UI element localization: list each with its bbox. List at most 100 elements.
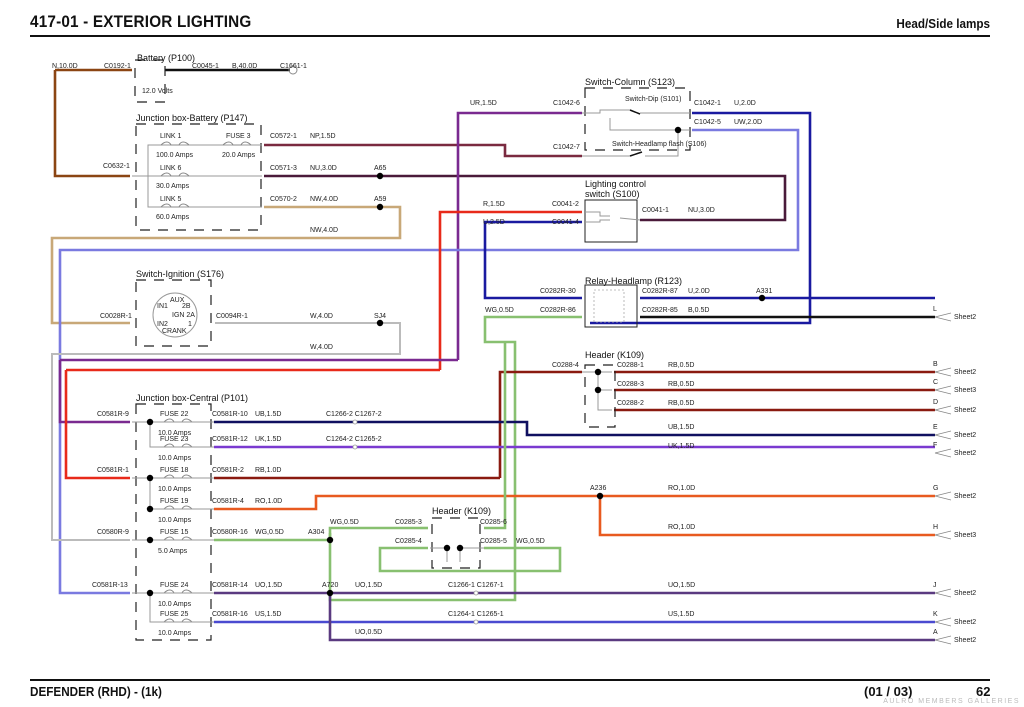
fuse-in-conn-4: C0580R-9 [97,529,129,536]
sheet-ref: Sheet2 [954,637,976,644]
sheet-arrow-icon [934,491,952,501]
wire-NU-3.0 [264,174,787,222]
fuse-in-conn-5: C0581R-13 [92,582,128,589]
inline-c1266-2: C1266-2 C1267-2 [326,411,382,418]
page-subtitle: Head/Side lamps [896,16,990,31]
rb-wire-3: RB,0.5D [668,381,694,388]
c0041-1: C0041-1 [642,207,669,214]
c0282r-86: C0282R-86 [540,307,576,314]
c0570-2: C0570-2 [270,196,297,203]
fuse-symbol [160,172,190,177]
jb-battery-title: Junction box-Battery (P147) [136,113,248,123]
ro-wire-label-2: RO,1.0D [668,524,695,531]
battery-out-conn: C0045-1 [192,63,219,70]
sheet-letter: L [933,306,937,313]
sheet-arrow-icon [934,635,952,645]
c0285-4: C0285-4 [395,538,422,545]
c0282r-87: C0282R-87 [642,288,678,295]
uk-wire-label: UK,1.5D [668,443,694,450]
sheet-arrow-icon [934,430,952,440]
pin-2b: 2B [182,303,191,310]
c0282r-30: C0282R-30 [540,288,576,295]
c0572-1: C0572-1 [270,133,297,140]
switch-column-title: Switch-Column (S123) [585,77,675,87]
sheet-letter: E [933,424,938,431]
sheet-letter: J [933,582,937,589]
wire-RO-G [214,494,935,511]
fuse-out-conn-3: C0581R-4 [212,498,244,505]
pin-in2: IN2 [157,321,168,328]
c1042-7: C1042-7 [553,144,580,151]
u2-wire-label: U,2.0D [688,288,710,295]
us-wire-label: US,1.5D [668,611,694,618]
ignition-box [135,279,212,347]
a720: A720 [322,582,338,589]
link5-label: LINK 5 [160,196,182,203]
ignition-dial [152,292,198,338]
wire-UB-1.5 [214,420,935,437]
sheet-ref: Sheet3 [954,532,976,539]
internal-line [585,211,610,217]
nu3-wire-label: NU,3.0D [688,207,715,214]
wire-R-1.5 [438,210,582,370]
sheet-letter: C [933,379,938,386]
c0028r-1: C0028R-1 [100,313,132,320]
sheet-arrow-icon [934,617,952,627]
a59: A59 [374,196,387,203]
link1-rating: 100.0 Amps [156,152,193,159]
fuse-rating-5: 10.0 Amps [158,601,192,608]
c0288-1: C0288-1 [617,362,644,369]
fuse-label-5: FUSE 24 [160,582,189,589]
sheet-ref: Sheet2 [954,407,976,414]
a331: A331 [756,288,772,295]
ground-icon [288,65,298,75]
fuse-label-2: FUSE 18 [160,467,189,474]
fuse-label-4: FUSE 15 [160,529,189,536]
link6-rating: 30.0 Amps [156,183,190,190]
wire-U-2.5 [483,220,582,285]
inline-pin-2 [352,444,358,450]
fuse-rating-2: 10.0 Amps [158,486,192,493]
wire-WG-0.5 [214,526,420,542]
header-bottom-title: Header (K109) [432,506,491,516]
c0094r-1: C0094R-1 [216,313,248,320]
jb-central-junction-4 [146,589,154,597]
lighting-switch-title-1: Lighting control [585,179,646,189]
inline-c1264-2: C1264-2 C1265-2 [326,436,382,443]
sj4: SJ4 [374,313,386,320]
link6-label: LINK 6 [160,165,182,172]
jb-central-junction-1 [146,474,154,482]
internal-line [582,109,630,114]
relay-box [584,284,638,328]
header-rule [30,35,990,37]
a304: A304 [308,529,324,536]
fuse-symbol [222,141,252,146]
fuse-wire-label-0: UB,1.5D [255,411,281,418]
c1042-5: C1042-5 [694,119,721,126]
fuse-out-conn-6: C0581R-16 [212,611,248,618]
wg-wire-label-5: WG,0.5D [516,538,545,545]
switch-column-box [584,87,691,151]
wire-U-relay [483,285,582,300]
footer-model: DEFENDER (RHD) - (1k) [30,684,162,699]
internal-line [645,130,679,157]
pin-in1: IN1 [157,303,168,310]
w-wire-label: W,4.0D [310,313,333,320]
sheet-arrow-icon [934,405,952,415]
watermark: AULRO MEMBERS GALLERIES [883,698,1020,705]
sheet-letter: F [933,442,937,449]
internal-line [132,144,262,177]
uo05-wire-label: UO,0.5D [355,629,382,636]
wire-NW-4.0 [50,205,402,325]
fuse-rating-1: 10.0 Amps [158,455,192,462]
footer-rule [30,679,990,681]
wg-wire-label-3: WG,0.5D [330,519,359,526]
pin-crank: CRANK [162,328,187,335]
fuse-wire-label-4: WG,0.5D [255,529,284,536]
c1042-1: C1042-1 [694,100,721,107]
sheet-arrow-icon [934,367,952,377]
a304-dot [326,536,334,544]
c0288-4: C0288-4 [552,362,579,369]
battery-in-wire: N,10.0D [52,63,78,70]
